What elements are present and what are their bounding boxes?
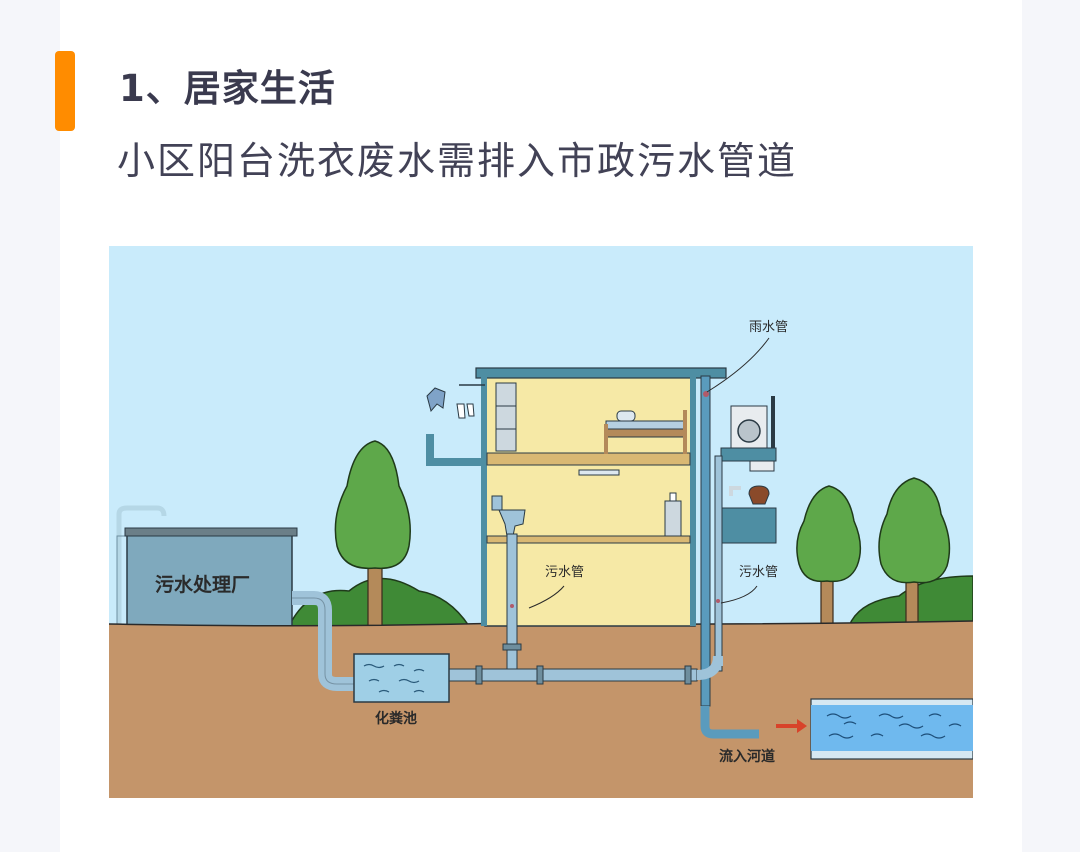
drainage-illustration: 污水处理厂 — [109, 246, 973, 798]
tree-right-1 — [796, 485, 862, 625]
label-treatment-plant: 污水处理厂 — [155, 573, 250, 596]
building — [475, 367, 727, 627]
sewage-pipe-network — [292, 533, 723, 691]
balcony-right — [714, 396, 777, 672]
label-sewage-pipe-building: 污水管 — [545, 565, 584, 580]
treatment-plant: 污水处理厂 — [116, 505, 298, 635]
septic-tank: 化粪池 — [353, 653, 450, 727]
section-description: 小区阳台洗衣废水需排入市政污水管道 — [117, 139, 798, 183]
section-accent-bar — [55, 51, 75, 131]
tree-right-2 — [878, 477, 951, 627]
balcony-left — [426, 384, 485, 466]
flow-arrow-icon — [776, 719, 807, 733]
river — [810, 698, 973, 760]
label-to-river: 流入河道 — [719, 748, 775, 765]
rain-pipe — [700, 375, 759, 739]
section-title: 1、居家生活 — [119, 67, 336, 110]
label-rain-pipe: 雨水管 — [749, 320, 788, 335]
label-septic-tank: 化粪池 — [375, 710, 417, 727]
label-sewage-pipe-balcony: 污水管 — [739, 565, 778, 580]
tree-left — [334, 440, 411, 627]
